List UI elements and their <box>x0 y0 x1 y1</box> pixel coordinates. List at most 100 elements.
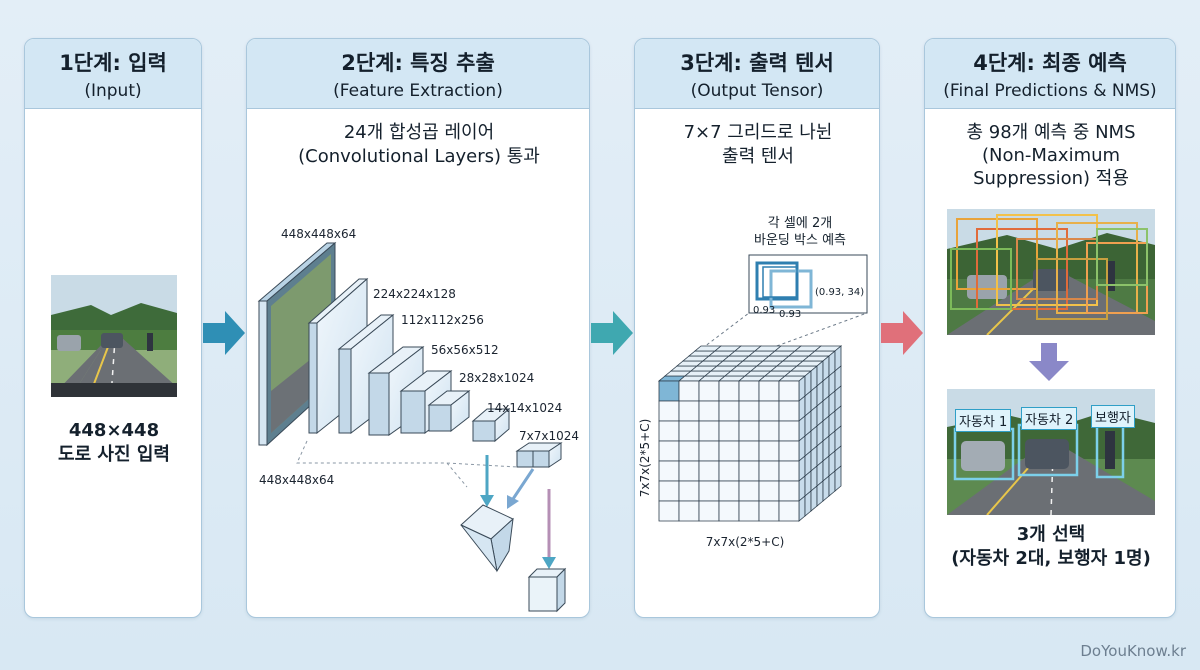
step1-body: 448×448 도로 사진 입력 <box>25 111 201 617</box>
tensor-front-cell <box>778 500 800 522</box>
callout-line1: 각 셀에 2개 <box>767 216 833 231</box>
tensor-front-cell <box>758 420 780 442</box>
step1-panel: 1단계: 입력 (Input) 448×448 도로 사진 입력 <box>24 38 202 618</box>
nms-candidates-image <box>947 209 1155 335</box>
cnn-layer-stack <box>257 241 567 613</box>
step3-desc-line2: 출력 텐서 <box>722 146 794 167</box>
step4-result-line2: (자동차 2대, 보행자 1명) <box>951 548 1151 569</box>
tensor-front-cell <box>778 400 800 422</box>
step2-description: 24개 합성곱 레이어 (Convolutional Layers) 통과 <box>247 121 589 169</box>
step4-header: 4단계: 최종 예측 (Final Predictions & NMS) <box>925 39 1175 109</box>
tensor-front-cell <box>718 420 740 442</box>
tensor-front-cell <box>738 460 760 482</box>
output-tensor-grid <box>657 254 868 522</box>
tensor-front-cell <box>658 500 680 522</box>
fc-block-2 <box>527 567 567 613</box>
step4-result: 3개 선택 (자동차 2대, 보행자 1명) <box>925 523 1175 571</box>
tensor-front-cell <box>678 420 700 442</box>
tensor-front-cell <box>698 420 720 442</box>
step1-header: 1단계: 입력 (Input) <box>25 39 201 109</box>
tensor-front-cell <box>678 480 700 502</box>
step3-header: 3단계: 출력 텐서 (Output Tensor) <box>635 39 879 109</box>
tensor-front-cell <box>698 400 720 422</box>
tensor-front-cell <box>718 480 740 502</box>
bbox-value-3: (0.93, 34) <box>815 287 865 298</box>
step2-desc-line2: (Convolutional Layers) 통과 <box>298 146 540 167</box>
bbox-value-1: 0.93 <box>753 305 776 316</box>
det-label-car-1: 자동차 1 <box>955 409 1012 432</box>
det-label-car-2: 자동차 2 <box>1021 407 1078 430</box>
step4-title: 4단계: 최종 예측 <box>973 51 1127 75</box>
layer-label-7: 7x7x1024 <box>519 429 580 443</box>
bbox-outline-2 <box>769 269 813 309</box>
tensor-front-cell <box>658 420 680 442</box>
tensor-front-cell <box>778 480 800 502</box>
tensor-front-cell <box>738 380 760 402</box>
step4-desc-line3: Suppression) 적용 <box>973 168 1129 189</box>
tensor-front-cell <box>738 480 760 502</box>
tensor-front-cell <box>718 460 740 482</box>
tensor-axis-bottom: 7x7x(2*5+C) <box>705 535 785 549</box>
bbox-callout <box>658 254 868 382</box>
step3-body: 7×7 그리드로 나뉜 출력 텐서 각 셀에 2개 바운딩 박스 예측 0.93… <box>635 111 879 617</box>
tensor-front-cell <box>738 400 760 422</box>
layer-label-1: 448x448x64 <box>281 227 357 241</box>
step1-title: 1단계: 입력 <box>59 51 167 75</box>
tensor-front-cell <box>678 380 700 402</box>
tensor-side-cell <box>816 480 824 507</box>
step3-description: 7×7 그리드로 나뉜 출력 텐서 <box>635 121 879 169</box>
watermark: DoYouKnow.kr <box>1080 642 1186 660</box>
tensor-front-cell <box>718 400 740 422</box>
tensor-side-cell <box>822 475 830 502</box>
tensor-front-cell <box>698 460 720 482</box>
tensor-front-cell <box>758 440 780 462</box>
tensor-front-cell <box>758 480 780 502</box>
step1-subtitle: (Input) <box>84 81 142 101</box>
tensor-front-cell <box>758 380 780 402</box>
step2-panel: 2단계: 특징 추출 (Feature Extraction) 24개 합성곱 … <box>246 38 590 618</box>
bbox-callout-text: 각 셀에 2개 바운딩 박스 예측 <box>723 215 877 249</box>
tensor-side-cell <box>810 485 818 512</box>
tensor-front-cell <box>718 380 740 402</box>
tensor-front-cell <box>718 440 740 462</box>
tensor-front-cell <box>778 380 800 402</box>
tensor-front-cell <box>758 400 780 422</box>
tensor-axis-side: 7x7x(2*5+C) <box>638 418 652 498</box>
step1-caption-size: 448×448 <box>68 420 160 441</box>
tensor-front-cell <box>698 480 720 502</box>
step1-caption: 448×448 도로 사진 입력 <box>25 419 201 467</box>
tensor-front-cell <box>738 440 760 462</box>
fc-block-1 <box>460 504 514 573</box>
layer-block-8 <box>515 442 563 468</box>
right-arrow-icon <box>881 311 923 355</box>
layer-label-5: 28x28x1024 <box>459 371 535 385</box>
tensor-front-cell <box>778 460 800 482</box>
layer-label-4: 56x56x512 <box>431 343 499 357</box>
input-road-photo <box>51 275 177 397</box>
step4-description: 총 98개 예측 중 NMS (Non-Maximum Suppression)… <box>925 121 1175 190</box>
tensor-front-cell <box>758 460 780 482</box>
bbox-value-2: 0.93 <box>779 309 802 320</box>
layer-label-6: 14x14x1024 <box>487 401 563 415</box>
tensor-front-cell <box>658 440 680 462</box>
step2-desc-line1: 24개 합성곱 레이어 <box>343 122 495 143</box>
step4-desc-line2: (Non-Maximum <box>981 145 1121 166</box>
layer-block-7 <box>471 407 511 443</box>
layer-bottom-label: 448x448x64 <box>259 473 335 487</box>
tensor-front-cell <box>738 420 760 442</box>
layer-block-6 <box>427 389 471 433</box>
step4-body: 총 98개 예측 중 NMS (Non-Maximum Suppression)… <box>925 111 1175 617</box>
step4-result-line1: 3개 선택 <box>1016 524 1086 545</box>
tensor-front-cell <box>738 500 760 522</box>
step4-panel: 4단계: 최종 예측 (Final Predictions & NMS) 총 9… <box>924 38 1176 618</box>
tensor-front-cell <box>698 440 720 462</box>
tensor-front-cell <box>678 500 700 522</box>
right-arrow-icon <box>591 311 633 355</box>
tensor-side-cell <box>828 470 836 497</box>
step2-title: 2단계: 특징 추출 <box>341 51 495 75</box>
tensor-front-cell <box>778 420 800 442</box>
step2-header: 2단계: 특징 추출 (Feature Extraction) <box>247 39 589 109</box>
layer-label-3: 112x112x256 <box>401 313 484 327</box>
tensor-front-cell <box>658 480 680 502</box>
tensor-front-cell <box>758 500 780 522</box>
